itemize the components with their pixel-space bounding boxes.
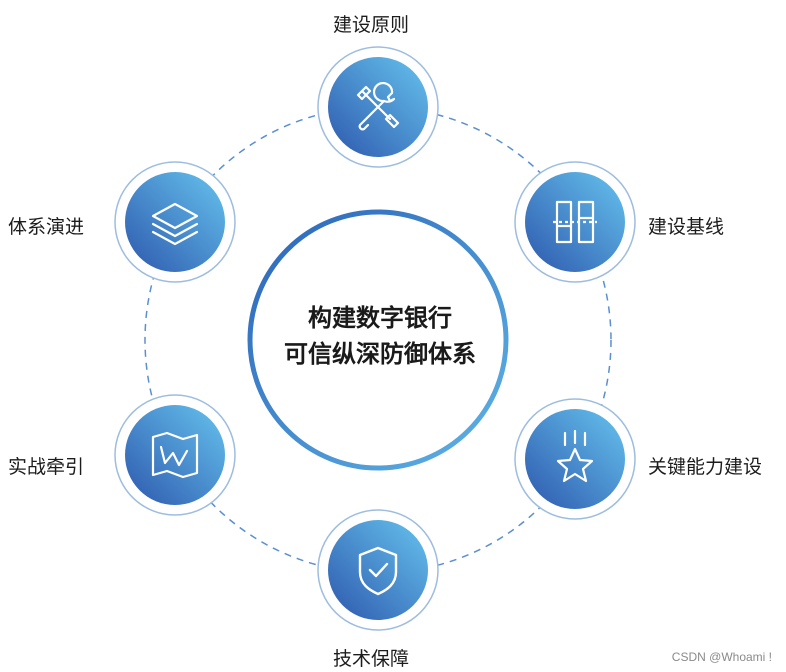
center-title: 构建数字银行 可信纵深防御体系: [250, 300, 510, 372]
node-label-principles: 建设原则: [333, 14, 410, 36]
center-title-line1: 构建数字银行: [308, 304, 452, 332]
node-practice: [114, 394, 236, 516]
node-tech-support: [317, 509, 439, 631]
node-label-baseline: 建设基线: [648, 216, 725, 238]
node-label-practice: 实战牵引: [8, 456, 85, 478]
center-ring: [247, 209, 509, 471]
watermark: CSDN @Whoami !: [671, 650, 772, 664]
node-label-tech-support: 技术保障: [333, 648, 410, 670]
node-label-evolution: 体系演进: [8, 216, 85, 238]
node-capability: [514, 398, 636, 520]
node-label-capability: 关键能力建设: [648, 456, 763, 478]
shield-check-icon: [358, 546, 398, 596]
map-icon: [151, 431, 199, 479]
wrench-screwdriver-icon: [356, 81, 400, 131]
baseline-bars-icon: [553, 200, 597, 244]
center-title-line2: 可信纵深防御体系: [284, 340, 476, 368]
node-baseline: [514, 161, 636, 283]
node-evolution: [114, 161, 236, 283]
layers-icon: [151, 202, 199, 246]
star-icon: [556, 429, 594, 483]
node-principles: [317, 46, 439, 168]
